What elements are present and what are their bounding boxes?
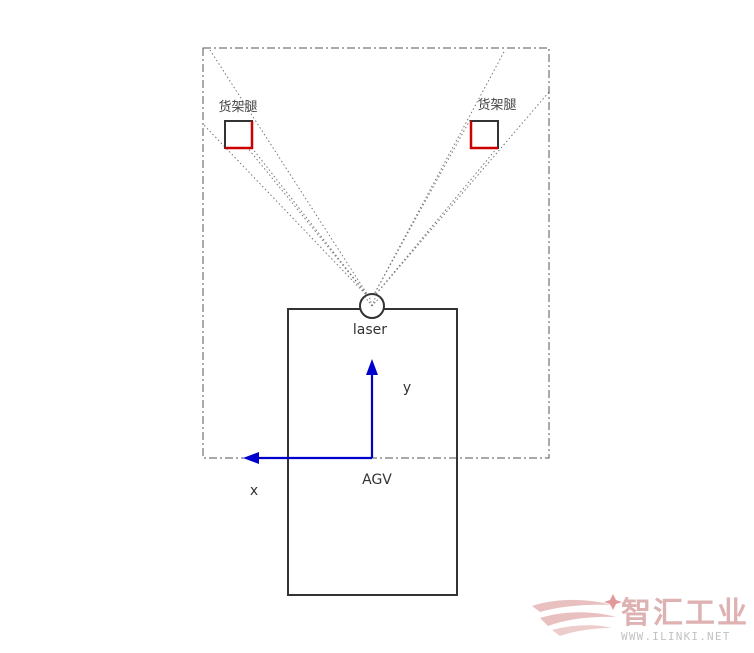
fov-line [370, 49, 506, 301]
watermark-brand: 智汇工业 [621, 596, 749, 631]
laser-label: laser [353, 322, 387, 338]
fov-line [370, 147, 498, 301]
y-axis-label: y [403, 380, 411, 396]
y-axis-arrowhead [366, 359, 378, 375]
watermark-logo-icon [532, 594, 622, 636]
fov-line [370, 119, 471, 301]
watermark-url: WWW.ILINKI.NET [621, 630, 731, 643]
agv-label: AGV [362, 472, 392, 488]
shelf-leg-left: 货架腿 [218, 99, 258, 150]
shelf-leg-right-box [470, 120, 499, 149]
laser-sensor: laser [353, 293, 387, 338]
coordinate-axes: y x [243, 359, 411, 499]
shelf-leg-left-label: 货架腿 [218, 99, 257, 115]
shelf-leg-right-edge [469, 121, 498, 150]
shelf-leg-left-edge [225, 121, 254, 150]
shelf-leg-right: 货架腿 [469, 97, 517, 150]
shelf-leg-right-label: 货架腿 [477, 97, 516, 113]
shelf-outline [202, 47, 550, 459]
laser-fov-lines [202, 49, 550, 301]
watermark: 智汇工业 WWW.ILINKI.NET [532, 594, 749, 643]
x-axis-arrowhead [243, 452, 259, 464]
fov-line [209, 49, 372, 301]
x-axis-label: x [250, 483, 258, 499]
fov-line [202, 123, 372, 301]
fov-line [251, 147, 372, 301]
fov-line [370, 91, 550, 301]
shelf-leg-left-box [224, 120, 253, 149]
fov-line [224, 119, 372, 301]
